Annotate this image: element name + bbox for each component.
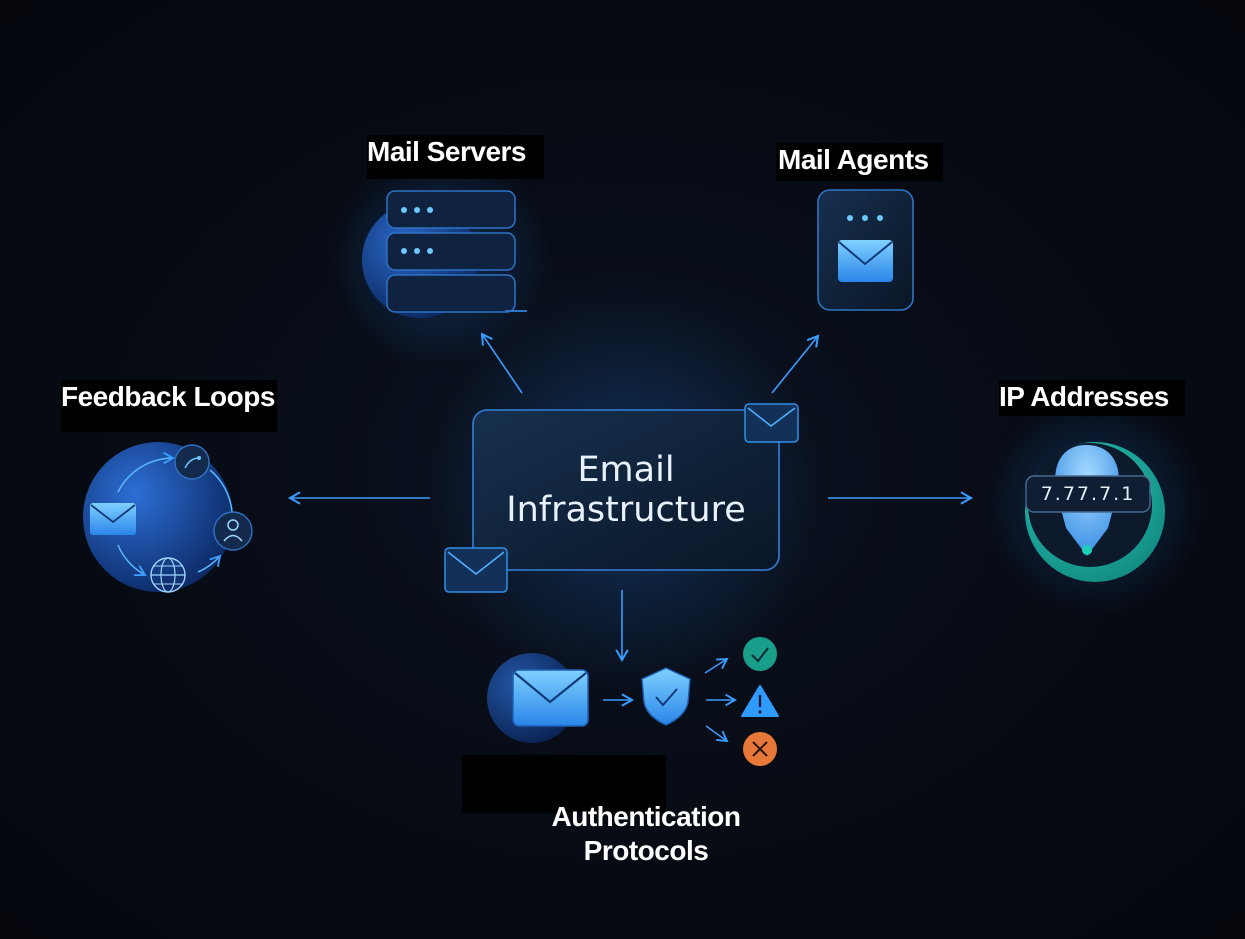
email-infrastructure-panel [472,409,780,571]
authentication-flow-icon [487,653,635,743]
ip-addresses-label: IP Addresses [999,380,1185,416]
mail-agents-label: Mail Agents [776,143,943,181]
center-title: Email Infrastructure [473,450,779,530]
authentication-label-line2: Protocols [583,834,709,866]
mail-client-icon [817,189,914,311]
authentication-protocols-label: Authentication Protocols [530,800,762,867]
authentication-label-line1: Authentication [551,801,742,832]
check-circle-icon [743,637,777,671]
ip-address-icon [1025,442,1165,582]
arrow-to-mail-servers [480,332,523,394]
feedback-loop-icon [83,442,253,593]
error-icon [743,732,777,766]
warning-icon [741,685,779,717]
mail-servers-label: Mail Servers [367,135,544,179]
center-title-line1: Email [577,450,675,490]
center-title-line2: Infrastructure [506,490,746,530]
shield-check-icon [641,657,737,743]
label-backdrop [462,755,666,813]
envelope-icon [444,547,508,593]
feedback-loops-label: Feedback Loops [61,380,277,432]
server-stack-icon [362,190,527,318]
arrow-to-mail-agents [771,334,820,394]
ip-address-value: 7.77.7.1 [1040,483,1136,505]
envelope-icon [744,403,799,443]
